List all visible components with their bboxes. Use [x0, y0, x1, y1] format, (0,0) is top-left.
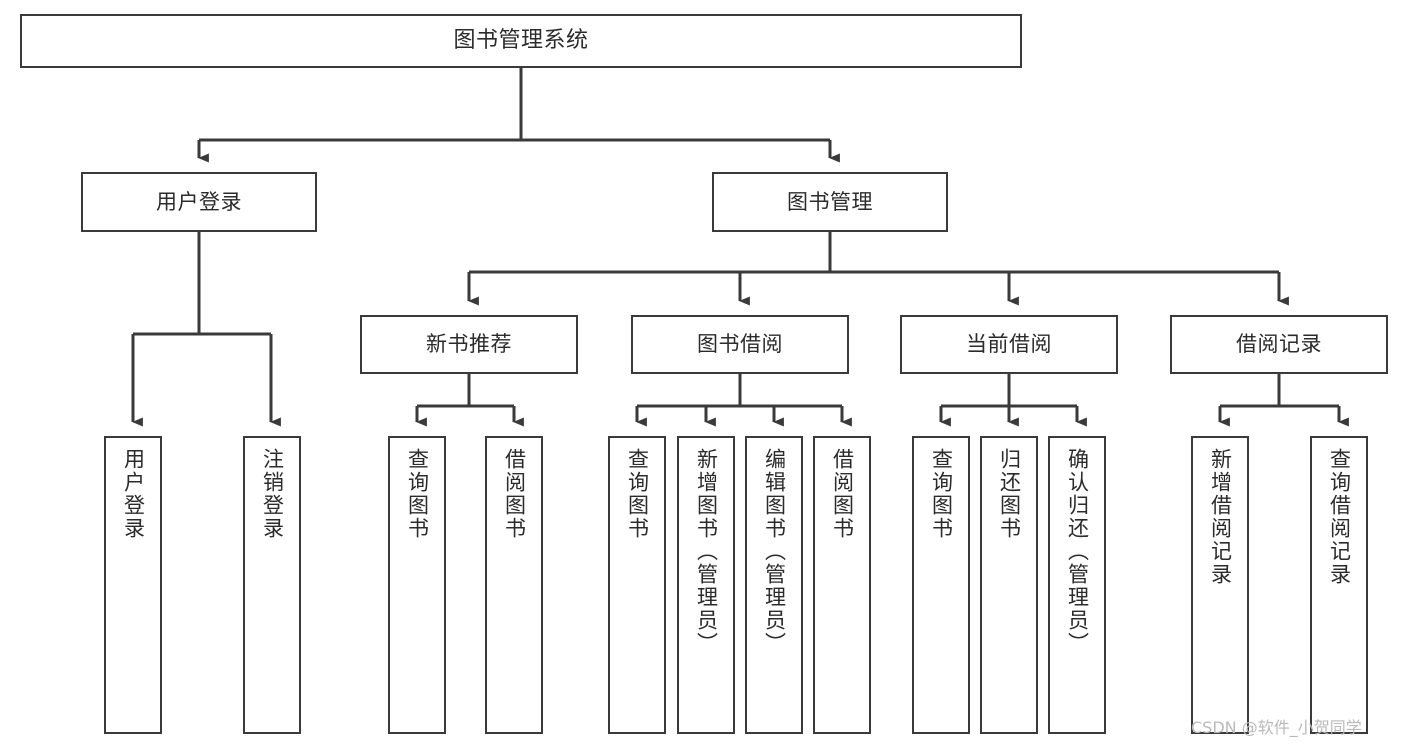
leaf-logout[interactable]: 注销登录	[243, 436, 301, 734]
leaf-edit-book-admin[interactable]: 编辑图书（管理员）	[745, 436, 803, 734]
leaf-query-borrow-record[interactable]: 查询借阅记录	[1310, 436, 1368, 734]
node-label: 用户登录	[156, 189, 242, 214]
node-new-book-recommendation[interactable]: 新书推荐	[360, 315, 578, 374]
leaf-add-book-admin[interactable]: 新增图书（管理员）	[677, 436, 735, 734]
leaf-query-books-borrow[interactable]: 查询图书	[608, 436, 666, 734]
node-user-login[interactable]: 用户登录	[81, 172, 317, 232]
node-label: 借阅图书	[502, 448, 527, 540]
node-label: 编辑图书（管理员）	[762, 448, 787, 655]
node-label: 查询图书	[929, 448, 954, 540]
node-label: 图书管理	[787, 189, 873, 214]
node-label: 确认归还（管理员）	[1065, 448, 1090, 655]
node-label: 新增图书（管理员）	[694, 448, 719, 655]
csdn-watermark: CSDN @软件_小贺同学	[1191, 718, 1362, 737]
node-label: 注销登录	[260, 448, 285, 540]
node-label: 借阅图书	[830, 448, 855, 540]
leaf-query-books-current[interactable]: 查询图书	[912, 436, 970, 734]
leaf-add-borrow-record[interactable]: 新增借阅记录	[1191, 436, 1249, 734]
leaf-return-books[interactable]: 归还图书	[980, 436, 1038, 734]
node-label: 用户登录	[121, 448, 146, 540]
node-label: 查询借阅记录	[1327, 448, 1352, 586]
node-root-system[interactable]: 图书管理系统	[20, 14, 1022, 68]
node-label: 查询图书	[405, 448, 430, 540]
node-book-management[interactable]: 图书管理	[712, 172, 948, 232]
node-label: 新书推荐	[426, 332, 512, 357]
node-label: 图书管理系统	[453, 28, 589, 54]
node-label: 当前借阅	[966, 332, 1052, 357]
leaf-borrow-books-recommend[interactable]: 借阅图书	[485, 436, 543, 734]
node-book-borrowing[interactable]: 图书借阅	[631, 315, 849, 374]
node-label: 新增借阅记录	[1208, 448, 1233, 586]
node-label: 归还图书	[997, 448, 1022, 540]
leaf-confirm-return-admin[interactable]: 确认归还（管理员）	[1048, 436, 1106, 734]
leaf-borrow-books[interactable]: 借阅图书	[813, 436, 871, 734]
node-label: 查询图书	[625, 448, 650, 540]
leaf-query-books-recommend[interactable]: 查询图书	[388, 436, 446, 734]
node-label: 图书借阅	[697, 332, 783, 357]
leaf-user-login[interactable]: 用户登录	[104, 436, 162, 734]
node-current-borrowing[interactable]: 当前借阅	[900, 315, 1118, 374]
node-borrowing-records[interactable]: 借阅记录	[1170, 315, 1388, 374]
node-label: 借阅记录	[1236, 332, 1322, 357]
